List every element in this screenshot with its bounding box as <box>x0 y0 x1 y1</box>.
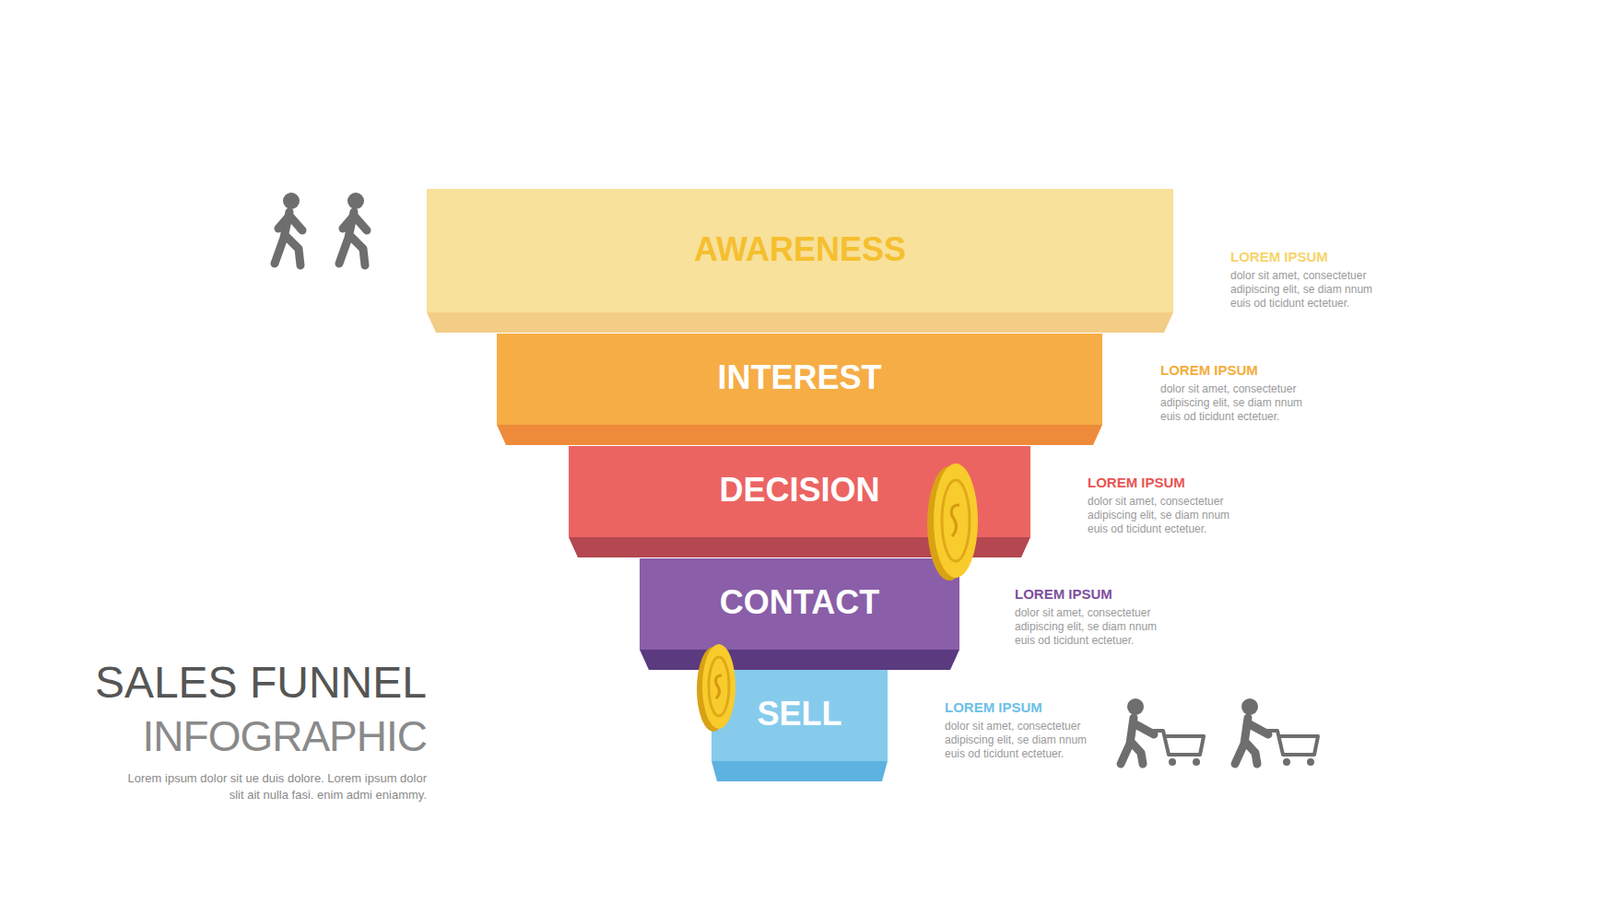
side-body: dolor sit amet, consectetuer adipiscing … <box>944 719 1102 762</box>
funnel-band: AWARENESS <box>426 188 1174 333</box>
side-body: dolor sit amet, consectetuer adipiscing … <box>1087 494 1245 537</box>
stage-label: CONTACT <box>639 583 960 623</box>
funnel-band: CONTACT <box>639 558 960 671</box>
stage-label: AWARENESS <box>426 230 1174 270</box>
stage-label: DECISION <box>568 470 1031 510</box>
side-body: dolor sit amet, consectetuer adipiscing … <box>1230 269 1388 311</box>
side-heading: LOREM IPSUM <box>1014 586 1113 602</box>
side-heading: LOREM IPSUM <box>1230 248 1329 265</box>
caption: Lorem ipsum dolor sit ue duis dolore. Lo… <box>122 770 427 804</box>
side-body: dolor sit amet, consectetuer adipiscing … <box>1160 382 1318 424</box>
funnel-band: SELL <box>711 670 888 782</box>
funnel-band: INTEREST <box>496 333 1103 446</box>
side-body: dolor sit amet, consectetuer adipiscing … <box>1014 606 1172 648</box>
title: SALES FUNNEL <box>94 657 427 708</box>
side-heading: LOREM IPSUM <box>944 699 1043 716</box>
subtitle: INFOGRAPHIC <box>142 711 427 762</box>
stage-label: SELL <box>711 694 888 734</box>
side-heading: LOREM IPSUM <box>1160 362 1259 378</box>
side-heading: LOREM IPSUM <box>1087 474 1186 491</box>
funnel-band: DECISION <box>568 446 1031 558</box>
stage-label: INTEREST <box>496 358 1103 398</box>
